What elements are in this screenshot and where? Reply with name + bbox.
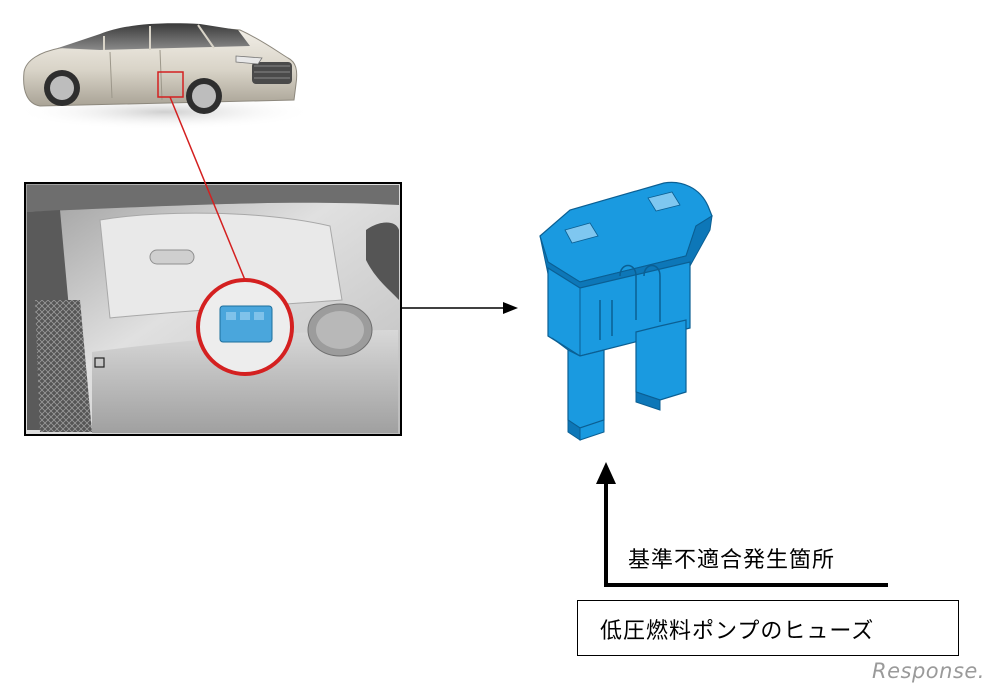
nonconformity-location-label: 基準不適合発生箇所 bbox=[628, 542, 835, 574]
part-name-box: 低圧燃料ポンプのヒューズ bbox=[577, 600, 959, 656]
part-name-label: 低圧燃料ポンプのヒューズ bbox=[600, 613, 874, 645]
response-watermark: Response. bbox=[872, 659, 985, 683]
